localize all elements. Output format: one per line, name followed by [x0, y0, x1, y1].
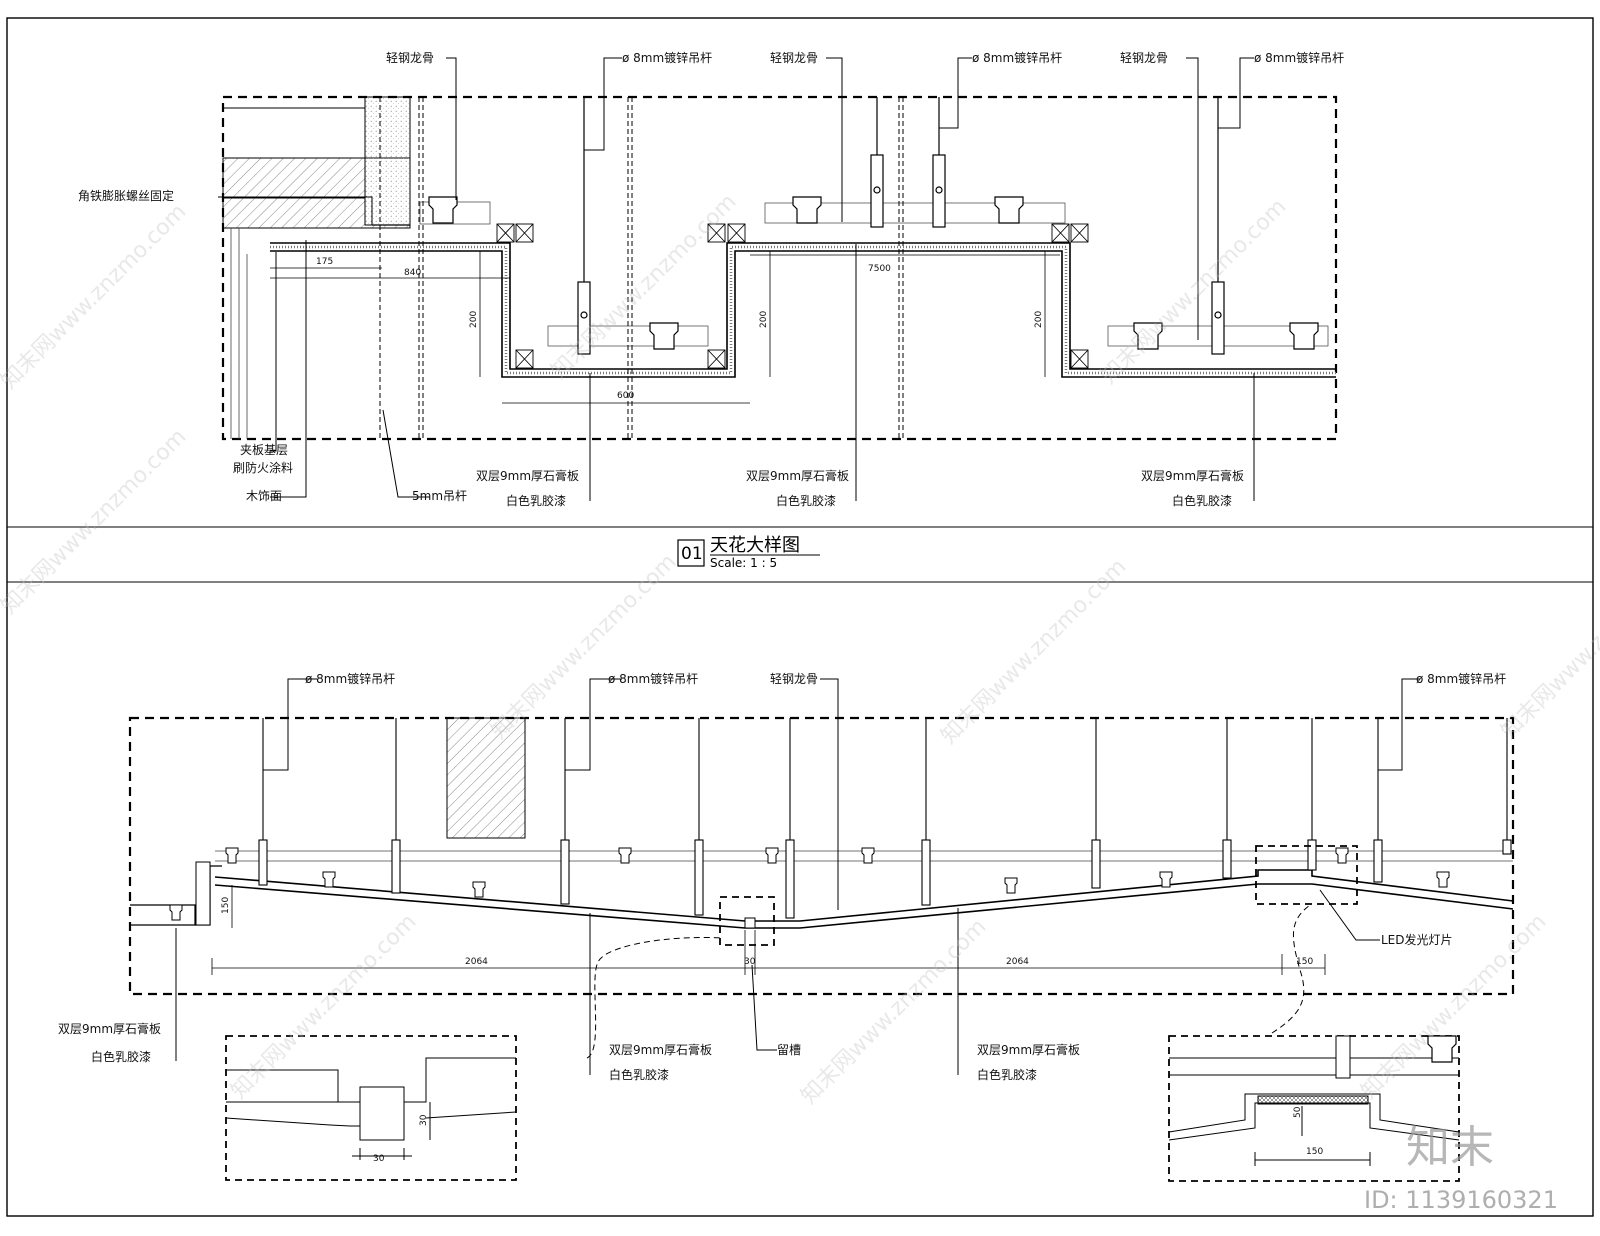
- title-number: 01: [681, 544, 703, 564]
- watermark-site-3: 知末网www.znzmo.com: [1097, 194, 1292, 389]
- drawing-title: 01 天花大样图 Scale: 1 : 5: [677, 535, 820, 570]
- label-b-gypsum-mid: 双层9mm厚石膏板: [609, 1042, 712, 1057]
- dim-detail-30-v: 30: [419, 1114, 429, 1126]
- dim-b-150-left: 150: [221, 897, 231, 914]
- label-paint-1: 白色乳胶漆: [506, 493, 566, 508]
- label-b-keel: 轻钢龙骨: [770, 672, 818, 686]
- watermark-id: ID: 1139160321: [1364, 1186, 1558, 1214]
- label-b-paint-mid: 白色乳胶漆: [609, 1067, 669, 1082]
- label-paint-3: 白色乳胶漆: [1172, 493, 1232, 508]
- label-b-paint-left: 白色乳胶漆: [91, 1049, 151, 1064]
- dim-7500: 7500: [868, 264, 891, 274]
- label-keel-2: 轻钢龙骨: [770, 51, 818, 65]
- dim-b-150-right: 150: [1296, 957, 1313, 967]
- watermark-site-5: 知末网www.znzmo.com: [487, 549, 682, 744]
- label-rod-1: ø 8mm镀锌吊杆: [622, 51, 712, 65]
- label-fireproof: 刷防火涂料: [233, 460, 293, 475]
- label-led: LED发光灯片: [1381, 932, 1453, 947]
- top-section-labels: 轻钢龙骨 ø 8mm镀锌吊杆 轻钢龙骨 ø 8mm镀锌吊杆 轻钢龙骨 ø 8mm…: [78, 51, 1344, 508]
- label-plywood: 夹板基层: [240, 443, 288, 457]
- bottom-section-geometry: [128, 678, 1515, 1182]
- title-scale: Scale: 1 : 5: [710, 556, 777, 570]
- title-name: 天花大样图: [710, 535, 800, 556]
- label-angle-iron: 角铁膨胀螺丝固定: [78, 188, 174, 203]
- label-rod-3: ø 8mm镀锌吊杆: [1254, 51, 1344, 65]
- watermark-site-4: 知末网www.znzmo.com: [0, 424, 191, 619]
- label-gypsum-2: 双层9mm厚石膏板: [746, 468, 849, 483]
- watermark-layer: 知末网www.znzmo.com 知末网www.znzmo.com 知末网www…: [0, 189, 1600, 1214]
- label-b-gypsum-left: 双层9mm厚石膏板: [58, 1021, 161, 1036]
- dim-detail-30-h: 30: [373, 1154, 385, 1164]
- label-gypsum-3: 双层9mm厚石膏板: [1141, 468, 1244, 483]
- dim-200-a: 200: [469, 311, 479, 328]
- drawing-frame: [6, 17, 1594, 1217]
- label-wood-finish: 木饰面: [246, 489, 282, 503]
- watermark-site-6: 知末网www.znzmo.com: [937, 554, 1132, 749]
- top-section-geometry: [218, 57, 1338, 501]
- label-rod-5mm: 5mm吊杆: [412, 489, 467, 503]
- dim-175: 175: [316, 257, 333, 267]
- label-rod-2: ø 8mm镀锌吊杆: [972, 51, 1062, 65]
- dim-b-30-mid: 30: [744, 957, 756, 967]
- dim-b-2064-b: 2064: [1006, 957, 1029, 967]
- label-b-paint-right: 白色乳胶漆: [977, 1067, 1037, 1082]
- watermark-site-8: 知末网www.znzmo.com: [227, 909, 422, 1104]
- dim-600: 600: [617, 391, 634, 401]
- dim-detail-150: 150: [1306, 1147, 1323, 1157]
- watermark-site-9: 知末网www.znzmo.com: [797, 914, 992, 1109]
- dim-840: 840: [404, 268, 421, 278]
- label-b-gypsum-right: 双层9mm厚石膏板: [977, 1042, 1080, 1057]
- label-b-groove: 留槽: [777, 1043, 801, 1057]
- watermark-site-7: 知末网www.znzmo.com: [1497, 549, 1600, 744]
- label-gypsum-1: 双层9mm厚石膏板: [476, 468, 579, 483]
- label-paint-2: 白色乳胶漆: [776, 493, 836, 508]
- dim-200-c: 200: [1034, 311, 1044, 328]
- label-keel-3: 轻钢龙骨: [1120, 51, 1168, 65]
- label-keel-1: 轻钢龙骨: [386, 51, 434, 65]
- dim-200-b: 200: [759, 311, 769, 328]
- watermark-site-1: 知末网www.znzmo.com: [0, 199, 191, 394]
- label-b-rod-3: ø 8mm镀锌吊杆: [1416, 672, 1506, 686]
- label-b-rod-1: ø 8mm镀锌吊杆: [305, 672, 395, 686]
- dim-detail-50: 50: [1293, 1106, 1303, 1118]
- bottom-section-labels: ø 8mm镀锌吊杆 ø 8mm镀锌吊杆 轻钢龙骨 ø 8mm镀锌吊杆 LED发光…: [58, 672, 1506, 1164]
- dim-b-2064-a: 2064: [465, 957, 488, 967]
- watermark-brand: 知末: [1406, 1122, 1494, 1173]
- label-b-rod-2: ø 8mm镀锌吊杆: [608, 672, 698, 686]
